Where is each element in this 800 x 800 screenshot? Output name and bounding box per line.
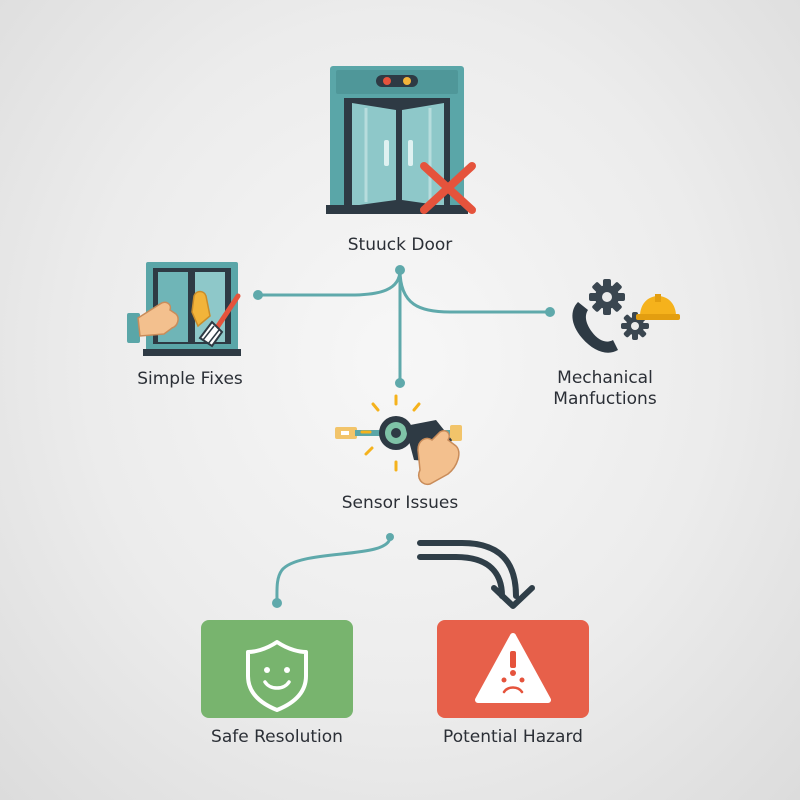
label-sensor-issues: Sensor Issues [341,493,459,513]
close-x-icon [420,162,476,214]
safe-resolution-box [201,620,353,718]
connector-sensor-to-safe [275,535,392,604]
label-stuck-door: Stuuck Door [347,235,453,255]
connector-door-to-mechanical [398,268,552,314]
sensor-hand-icon [335,394,462,486]
connectors [256,268,552,604]
warning-sad-icon [475,633,551,703]
connector-door-to-simple-fixes [256,268,402,297]
label-safe-resolution: Safe Resolution [211,727,343,747]
hazard-arrow-icon [417,540,535,609]
elevator-door-icon [326,66,468,214]
label-potential-hazard: Potential Hazard [443,727,583,747]
gears-phone-icon [572,279,680,353]
label-simple-fixes: Simple Fixes [137,369,243,389]
potential-hazard-box [437,620,589,718]
label-mechanical-malfunctions: Mechanical Manfuctions [553,368,657,409]
hand-door-icon [127,262,241,356]
shield-smile-icon [246,640,308,712]
connector-dots [253,265,555,608]
